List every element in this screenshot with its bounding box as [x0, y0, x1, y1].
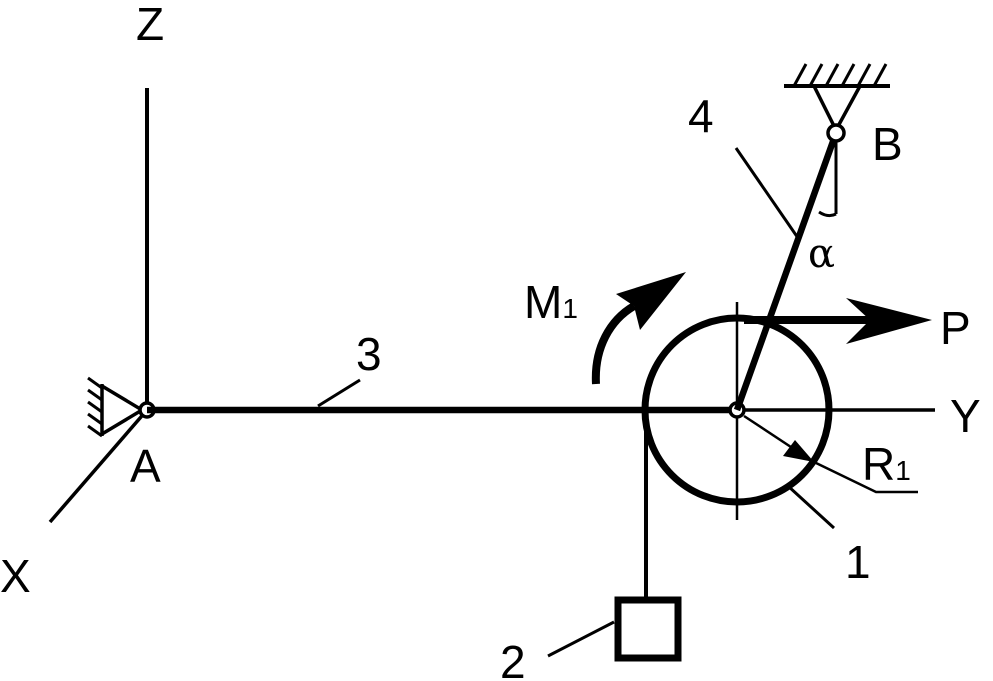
rod-3-label: 3: [356, 328, 382, 380]
pin-b: [826, 123, 846, 143]
disk-1-leader: [786, 484, 836, 530]
load-2: [614, 596, 682, 662]
moment-m1-label: M1: [524, 276, 578, 328]
radius-r1-subscript: 1: [895, 455, 911, 486]
strut-4: [733, 131, 840, 412]
x-axis-label: X: [0, 550, 31, 602]
point-b-label: B: [872, 118, 903, 170]
strut-4-leader: [734, 147, 800, 239]
radius-r1-symbol: R: [862, 438, 895, 490]
moment-m1-arc: [591, 302, 637, 385]
moment-m1-arrowhead: [616, 272, 686, 330]
moment-m1-subscript: 1: [562, 293, 578, 324]
support-b-hinge: [784, 63, 890, 134]
force-p-label: P: [940, 302, 971, 354]
force-p-arrowhead: [846, 298, 932, 344]
x-axis: [48, 408, 149, 524]
angle-arc: [818, 210, 837, 218]
z-axis-label: Z: [136, 0, 164, 50]
radius-r1-arrowhead: [783, 440, 814, 462]
radius-r1-leader: [813, 460, 918, 494]
load-2-label: 2: [500, 636, 526, 681]
load-2-leader: [547, 620, 615, 658]
rod-3-leader: [317, 378, 361, 408]
strut-4-label: 4: [688, 90, 714, 142]
y-axis-label: Y: [950, 390, 981, 442]
moment-m1-symbol: M: [524, 276, 562, 328]
disk-1-label: 1: [845, 536, 871, 588]
angle-alpha-label: α: [808, 231, 835, 277]
point-a-label: A: [130, 440, 161, 492]
radius-r1-label: R1: [862, 438, 911, 490]
